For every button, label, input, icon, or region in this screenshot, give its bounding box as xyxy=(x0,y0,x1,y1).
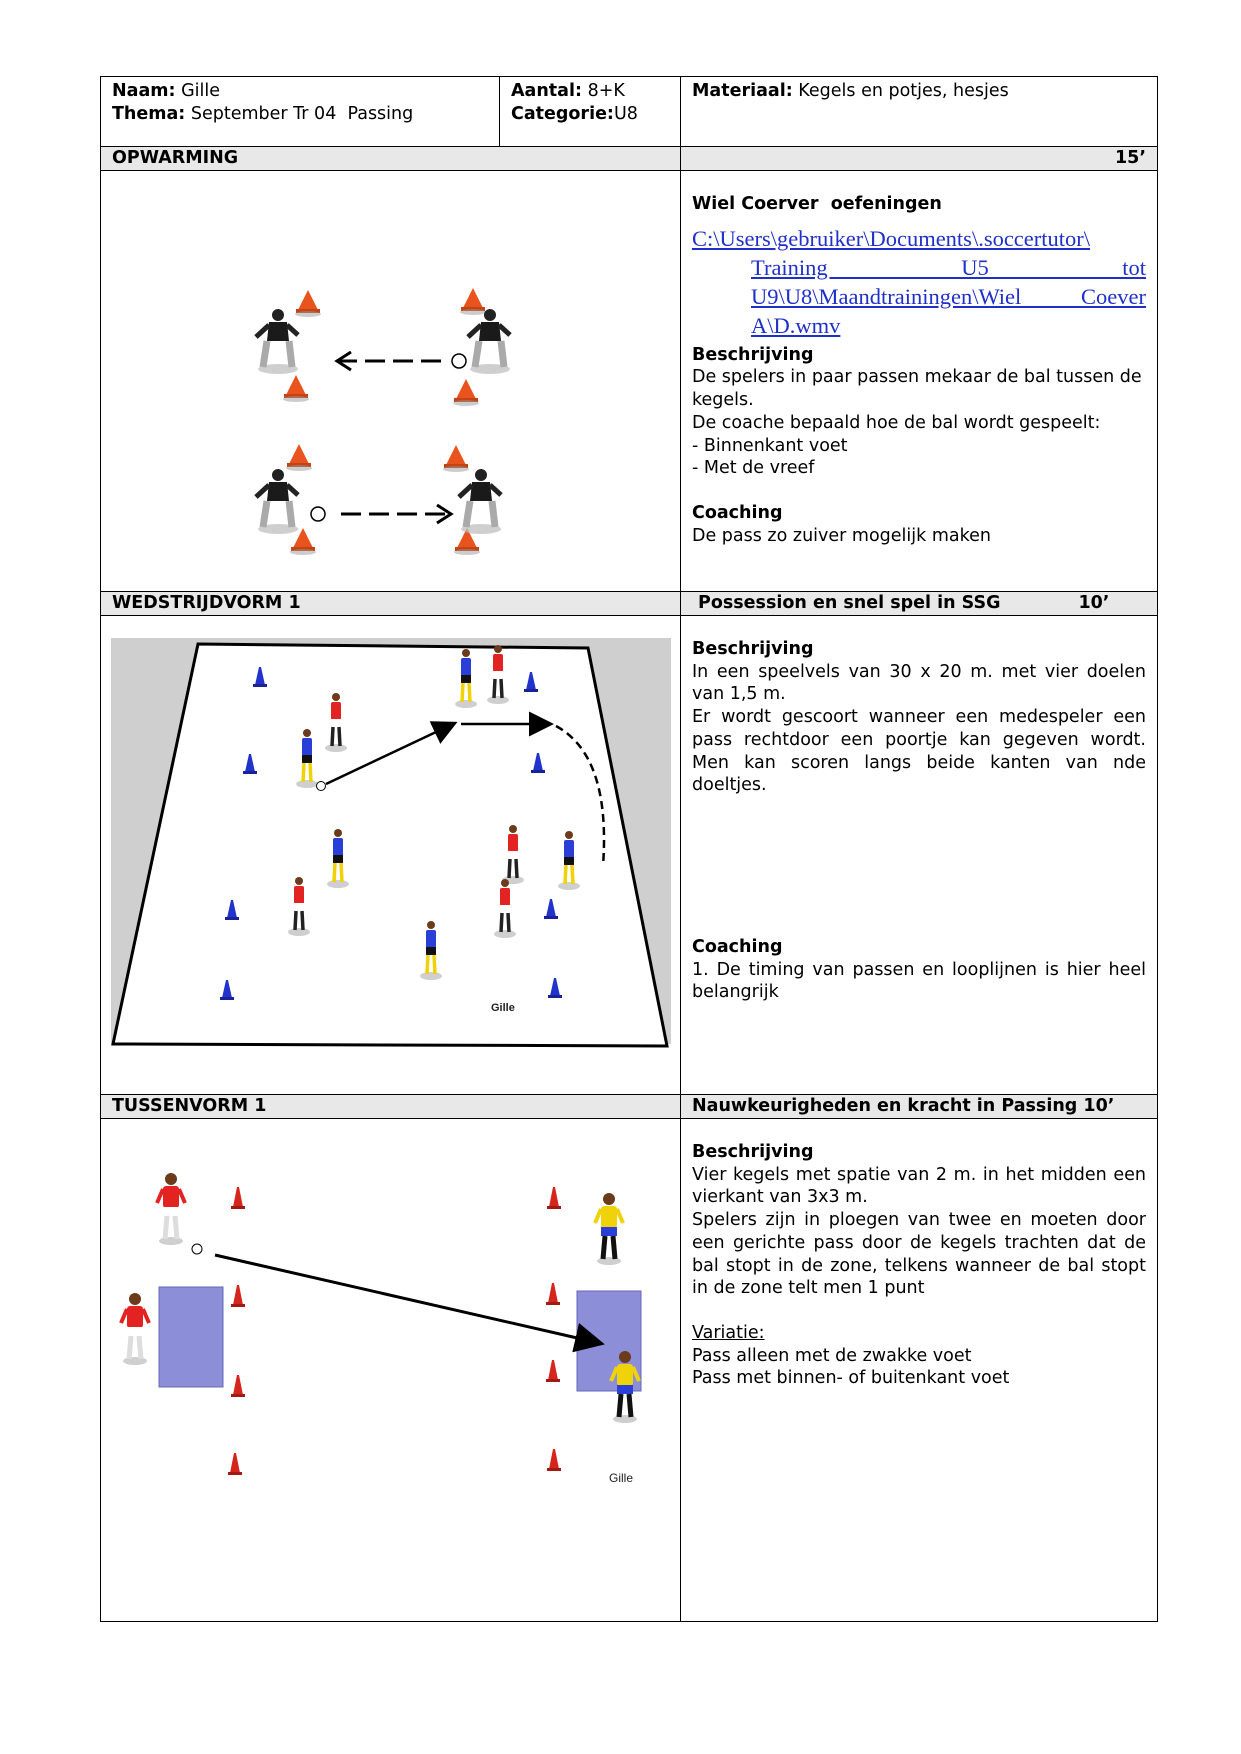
section-subtitle-cell-game: Possession en snel spel in SSG 10’ xyxy=(680,591,1158,616)
section-body-game: Gille Beschrijving In een speelvels van … xyxy=(100,615,1158,1095)
cone-icon xyxy=(231,1187,245,1209)
cone-icon xyxy=(286,444,312,471)
section-title-game: WEDSTRIJDVORM 1 xyxy=(100,591,681,616)
section-subtitle-drill: Nauwkeurigheden en kracht in Passing 10’ xyxy=(680,1094,1158,1119)
warmup-text-cell: Wiel Coerver oefeningen C:\Users\gebruik… xyxy=(680,170,1158,592)
description-line: De spelers in paar passen mekaar de bal … xyxy=(692,367,1142,411)
name-value: Gille xyxy=(181,81,220,101)
cone-icon xyxy=(460,288,486,315)
ball-icon xyxy=(310,506,326,522)
video-link-line-2: Training U5 tot xyxy=(751,254,1146,280)
description-line: De coache bepaald hoe de bal wordt gespe… xyxy=(692,412,1101,433)
player-icon xyxy=(595,1193,623,1265)
count-category-cell: Aantal: 8+K Categorie:U8 xyxy=(499,76,681,147)
image-signature: Gille xyxy=(609,1471,633,1485)
arrow-icon xyxy=(341,503,454,525)
section-header-drill: TUSSENVORM 1 Nauwkeurigheden en kracht i… xyxy=(100,1094,1158,1119)
material-cell: Materiaal: Kegels en potjes, hesjes xyxy=(680,76,1158,147)
field-outline xyxy=(111,642,669,1048)
cone-icon xyxy=(547,1449,561,1471)
variation-line: Pass met binnen- of buitenkant voet xyxy=(692,1368,1010,1389)
description-heading: Beschrijving xyxy=(692,344,814,365)
coaching-line: 1. De timing van passen en looplijnen is… xyxy=(692,959,1146,1003)
arrow-icon xyxy=(325,721,458,786)
run-path xyxy=(555,724,606,867)
ball-icon xyxy=(451,353,467,369)
count-label: Aantal: xyxy=(511,81,582,101)
arrow-icon xyxy=(334,350,441,372)
coaching-heading: Coaching xyxy=(692,502,783,523)
description-heading: Beschrijving xyxy=(692,1142,814,1162)
drill-text-cell: Beschrijving Vier kegels met spatie van … xyxy=(680,1118,1158,1622)
category-value: U8 xyxy=(613,103,638,124)
count-value: 8+K xyxy=(587,81,625,101)
section-body-warmup: Wiel Coerver oefeningen C:\Users\gebruik… xyxy=(100,170,1158,592)
section-time-game: 10’ xyxy=(1078,593,1110,613)
warmup-diagram-cell xyxy=(100,170,681,592)
description-heading: Beschrijving xyxy=(692,639,814,659)
section-time-warmup: 15’ xyxy=(1114,148,1146,168)
cone-icon xyxy=(283,375,309,402)
cone-icon xyxy=(231,1285,245,1307)
arrow-icon xyxy=(214,1253,605,1353)
cone-icon xyxy=(453,379,479,406)
cone-icon xyxy=(295,290,321,317)
target-zone xyxy=(158,1286,224,1388)
coaching-heading: Coaching xyxy=(692,937,783,957)
player-icon xyxy=(256,469,298,534)
video-link[interactable]: C:\Users\gebruiker\Documents\.soccertuto… xyxy=(692,224,1146,340)
section-subtitle-game: Possession en snel spel in SSG xyxy=(698,593,1001,613)
game-diagram-cell: Gille xyxy=(100,615,681,1095)
section-time-cell-warmup: 15’ xyxy=(680,146,1158,171)
game-text-cell: Beschrijving In een speelvels van 30 x 2… xyxy=(680,615,1158,1095)
description-line: Vier kegels met spatie van 2 m. in het m… xyxy=(692,1164,1146,1208)
description-line: In een speelvels van 30 x 20 m. met vier… xyxy=(692,661,1146,705)
cone-icon xyxy=(231,1375,245,1397)
section-header-game: WEDSTRIJDVORM 1 Possession en snel spel … xyxy=(100,591,1158,616)
training-sheet: Naam: Gille Thema: September Tr 04 Passi… xyxy=(100,76,1158,1622)
header-row: Naam: Gille Thema: September Tr 04 Passi… xyxy=(100,76,1158,147)
player-icon xyxy=(121,1293,149,1365)
variation-line: Pass alleen met de zwakke voet xyxy=(692,1345,972,1366)
training-table: Naam: Gille Thema: September Tr 04 Passi… xyxy=(100,76,1158,1622)
cone-icon xyxy=(228,1453,242,1475)
category-label: Categorie: xyxy=(511,103,614,124)
exercise-title: Wiel Coerver oefeningen xyxy=(692,194,942,214)
ball-icon xyxy=(316,781,326,791)
material-label: Materiaal: xyxy=(692,81,793,101)
player-icon xyxy=(157,1173,185,1245)
game-diagram: Gille xyxy=(111,638,671,1048)
section-title-drill: TUSSENVORM 1 xyxy=(100,1094,681,1119)
description-line: Spelers zijn in ploegen van twee en moet… xyxy=(692,1210,1146,1299)
theme-value: September Tr 04 Passing xyxy=(190,103,414,124)
description-line: - Binnenkant voet xyxy=(692,435,848,456)
image-signature: Gille xyxy=(491,1002,515,1014)
description-line: Er wordt gescoort wanneer een medespeler… xyxy=(692,707,1146,796)
name-theme-cell: Naam: Gille Thema: September Tr 04 Passi… xyxy=(100,76,500,147)
cone-icon xyxy=(546,1283,560,1305)
warmup-diagram xyxy=(101,288,681,555)
material-value: Kegels en potjes, hesjes xyxy=(798,81,1009,101)
video-link-line-3: U9\U8\Maandtrainingen\Wiel Coever xyxy=(751,283,1146,309)
section-body-drill: Gille Beschrijving Vier kegels met spati… xyxy=(100,1118,1158,1622)
player-icon xyxy=(468,309,510,374)
theme-label: Thema: xyxy=(112,103,186,124)
player-icon xyxy=(459,469,501,534)
description-line: - Met de vreef xyxy=(692,458,815,479)
coaching-line: De pass zo zuiver mogelijk maken xyxy=(692,525,991,546)
name-label: Naam: xyxy=(112,81,176,101)
drill-diagram: Gille xyxy=(101,1119,642,1485)
player-icon xyxy=(256,309,298,374)
cone-icon xyxy=(546,1360,560,1382)
variation-heading: Variatie: xyxy=(692,1322,765,1343)
video-link-line-1: C:\Users\gebruiker\Documents\.soccertuto… xyxy=(692,225,1091,251)
section-title-warmup: OPWARMING xyxy=(100,146,681,171)
video-link-line-4: A\D.wmv xyxy=(751,312,841,338)
drill-diagram-cell: Gille xyxy=(100,1118,681,1622)
ball-icon xyxy=(191,1243,203,1255)
cone-icon xyxy=(443,445,469,472)
cone-icon xyxy=(290,528,316,555)
section-header-warmup: OPWARMING 15’ xyxy=(100,146,1158,171)
cone-icon xyxy=(547,1187,561,1209)
